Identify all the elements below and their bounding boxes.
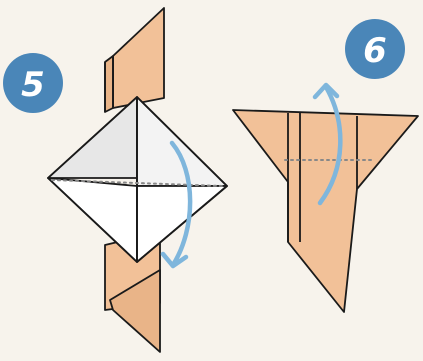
step-6-number: 6 xyxy=(363,31,387,71)
step-6-folded-shape xyxy=(232,109,419,313)
step-6-badge: 6 xyxy=(345,19,405,79)
step-6-fold-up-arrow xyxy=(312,82,343,206)
step-5-fold-down-arrow xyxy=(160,140,193,269)
step-5-badge: 5 xyxy=(3,53,63,113)
step-5-badge-circle xyxy=(3,53,63,113)
step-6-badge-circle xyxy=(345,19,405,79)
step-6: 6 xyxy=(232,19,419,313)
step-5: 5 xyxy=(3,7,228,353)
step-5-fold-line xyxy=(51,179,223,187)
step-5-white-diamond xyxy=(47,96,228,263)
step-5-number: 5 xyxy=(21,65,45,105)
step-5-orange-strip xyxy=(104,7,165,353)
